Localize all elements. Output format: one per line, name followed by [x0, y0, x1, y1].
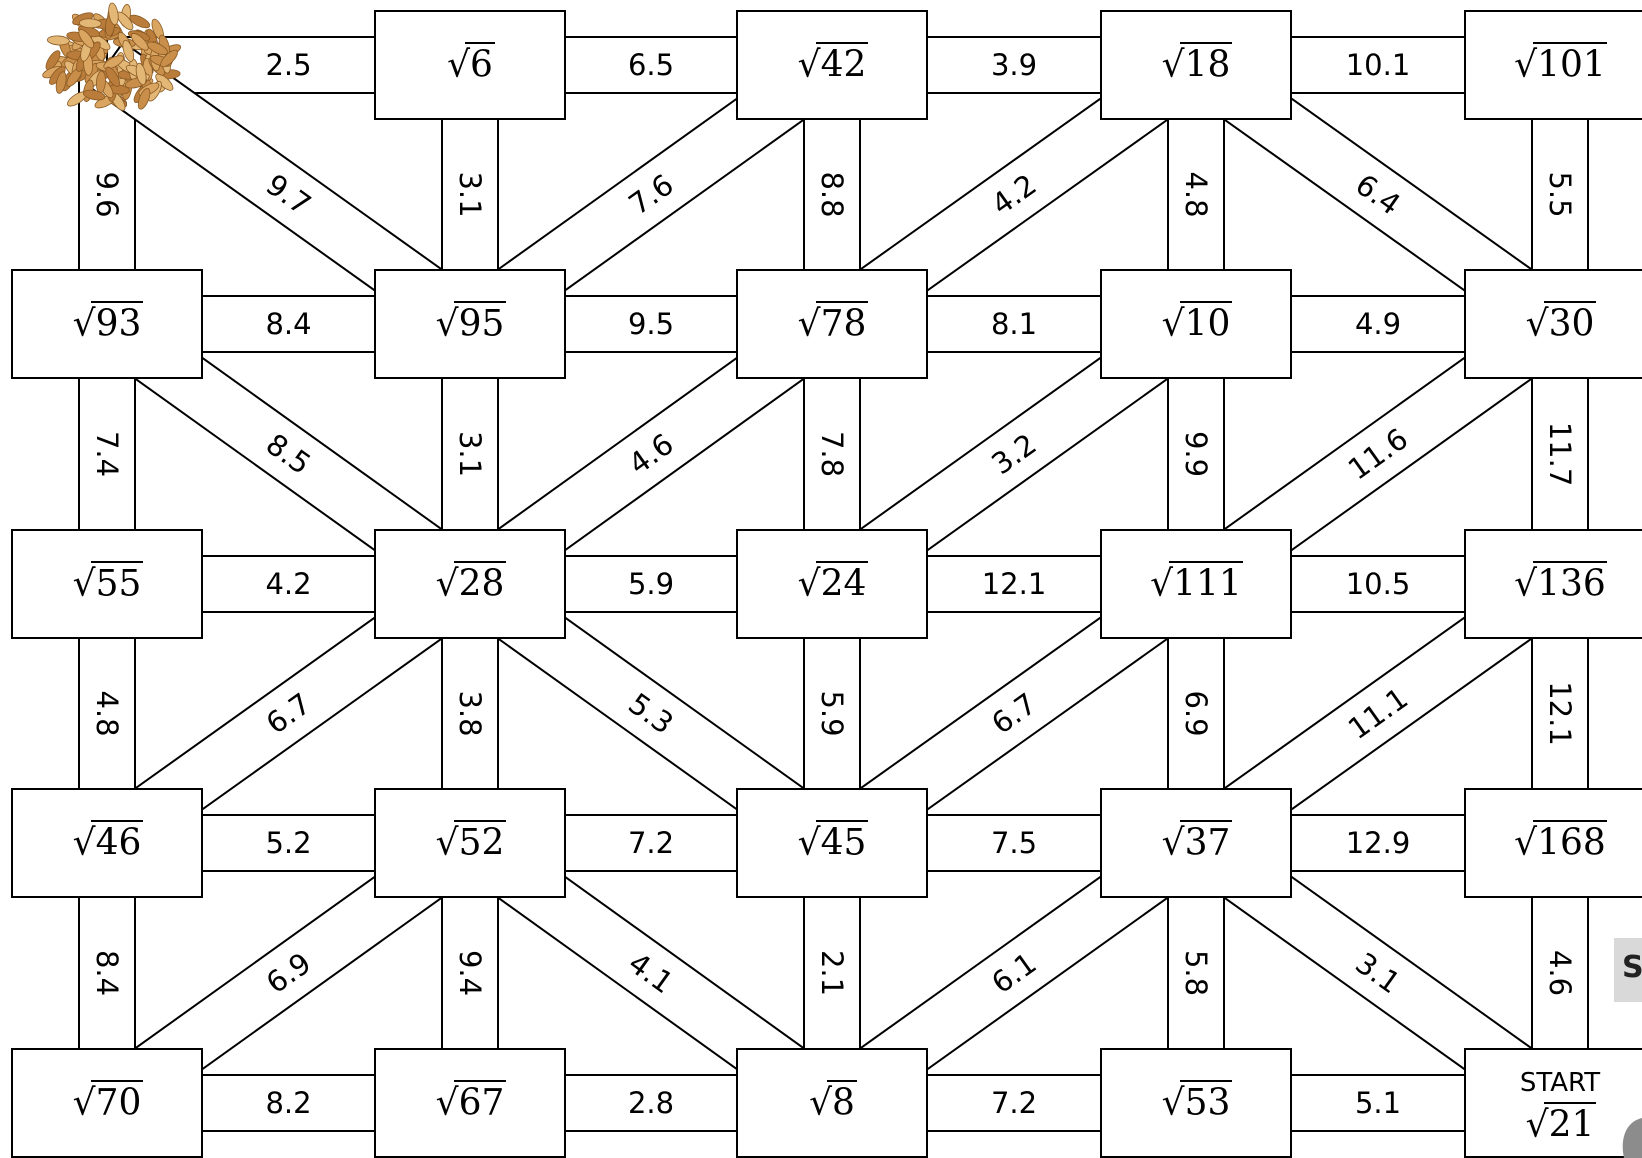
maze-cell[interactable]: √67: [375, 1049, 565, 1157]
cell-value: √45: [798, 823, 867, 864]
maze-cell[interactable]: √55: [12, 530, 202, 638]
maze-cell[interactable]: √18: [1101, 11, 1291, 119]
maze-cell[interactable]: √30: [1465, 270, 1642, 378]
connector-value: 3.9: [991, 48, 1037, 82]
connector-value: 7.4: [90, 431, 124, 477]
maze-cell[interactable]: √10: [1101, 270, 1291, 378]
cell-value: √111: [1150, 564, 1242, 605]
connector-value: 6.9: [1179, 690, 1213, 736]
start-label: START: [1520, 1068, 1600, 1098]
connector-value: 4.8: [90, 690, 124, 736]
connector-value: 9.5: [628, 307, 674, 341]
maze-cell[interactable]: √53: [1101, 1049, 1291, 1157]
maze-cell[interactable]: √70: [12, 1049, 202, 1157]
connector-value: 8.4: [265, 307, 311, 341]
maze-cell[interactable]: √78: [737, 270, 927, 378]
cell-value: √42: [798, 45, 867, 86]
connector-value: 9.6: [90, 171, 124, 217]
maze-cell[interactable]: √168: [1465, 789, 1642, 897]
connector-value: 2.1: [815, 950, 849, 996]
connector-value: 10.1: [1346, 48, 1411, 82]
side-tab-glyph: S: [1622, 950, 1642, 985]
cell-value: √8: [809, 1083, 855, 1124]
maze-cell[interactable]: √95: [375, 270, 565, 378]
cell-value: √168: [1514, 823, 1606, 864]
maze-cell[interactable]: √136: [1465, 530, 1642, 638]
maze-cell[interactable]: √6: [375, 11, 565, 119]
cell-value: √21: [1526, 1105, 1595, 1146]
connector-value: 3.1: [453, 431, 487, 477]
maze-cell[interactable]: √111: [1101, 530, 1291, 638]
maze-cell[interactable]: √101: [1465, 11, 1642, 119]
maze-cell[interactable]: √37: [1101, 789, 1291, 897]
maze-cell[interactable]: √8: [737, 1049, 927, 1157]
maze-cell[interactable]: √42: [737, 11, 927, 119]
maze-cell[interactable]: √45: [737, 789, 927, 897]
connector-value: 7.5: [991, 826, 1037, 860]
connector-value: 4.8: [1179, 171, 1213, 217]
cell-value: √10: [1162, 304, 1231, 345]
start-cell[interactable]: START √21: [1465, 1049, 1642, 1157]
connector-value: 4.9: [1355, 307, 1401, 341]
cell-value: √28: [436, 564, 505, 605]
connector-value: 5.1: [1355, 1086, 1401, 1120]
cell-value: √78: [798, 304, 867, 345]
maze-cell[interactable]: √24: [737, 530, 927, 638]
connector-value: 3.8: [453, 690, 487, 736]
cell-value: √6: [447, 45, 493, 86]
maze-cell[interactable]: √46: [12, 789, 202, 897]
maze-cell[interactable]: √52: [375, 789, 565, 897]
connector-value: 3.1: [453, 171, 487, 217]
connector-value: 5.9: [628, 567, 674, 601]
connector-value: 8.8: [815, 171, 849, 217]
connector-value: 9.9: [1179, 431, 1213, 477]
connector-value: 12.9: [1346, 826, 1411, 860]
connector-value: 4.6: [1543, 950, 1577, 996]
maze-cell[interactable]: √28: [375, 530, 565, 638]
connector-value: 8.1: [991, 307, 1037, 341]
connector-value: 7.2: [628, 826, 674, 860]
cell-value: √18: [1162, 45, 1231, 86]
cell-value: √70: [73, 1083, 142, 1124]
cell-value: √46: [73, 823, 142, 864]
maze-cell[interactable]: √93: [12, 270, 202, 378]
peanut-shape: [47, 35, 70, 45]
connector-value: 9.4: [453, 950, 487, 996]
side-tab[interactable]: S: [1614, 938, 1642, 1002]
connector-value: 6.5: [628, 48, 674, 82]
connector-value: 2.8: [628, 1086, 674, 1120]
cell-value: √37: [1162, 823, 1231, 864]
connector-value: 4.2: [265, 567, 311, 601]
connector-value: 5.5: [1543, 171, 1577, 217]
connector-value: 11.7: [1543, 422, 1577, 487]
connector-value: 10.5: [1346, 567, 1411, 601]
connector-value: 5.2: [265, 826, 311, 860]
cell-value: √52: [436, 823, 505, 864]
cell-value: √93: [73, 304, 142, 345]
cell-value: √101: [1514, 45, 1606, 86]
cell-value: √55: [73, 564, 142, 605]
cell-value: √53: [1162, 1083, 1231, 1124]
connector-value: 5.9: [815, 690, 849, 736]
cell-value: √24: [798, 564, 867, 605]
connector-value: 5.8: [1179, 950, 1213, 996]
connector-value: 2.5: [265, 48, 311, 82]
cell-value: √136: [1514, 564, 1606, 605]
connector-value: 12.1: [1543, 681, 1577, 746]
connector-value: 8.4: [90, 950, 124, 996]
cell-value: √67: [436, 1083, 505, 1124]
connector-value: 12.1: [982, 567, 1047, 601]
cell-value: √30: [1526, 304, 1595, 345]
connector-value: 7.2: [991, 1086, 1037, 1120]
connector-value: 7.8: [815, 431, 849, 477]
connector-value: 8.2: [265, 1086, 311, 1120]
cell-value: √95: [436, 304, 505, 345]
